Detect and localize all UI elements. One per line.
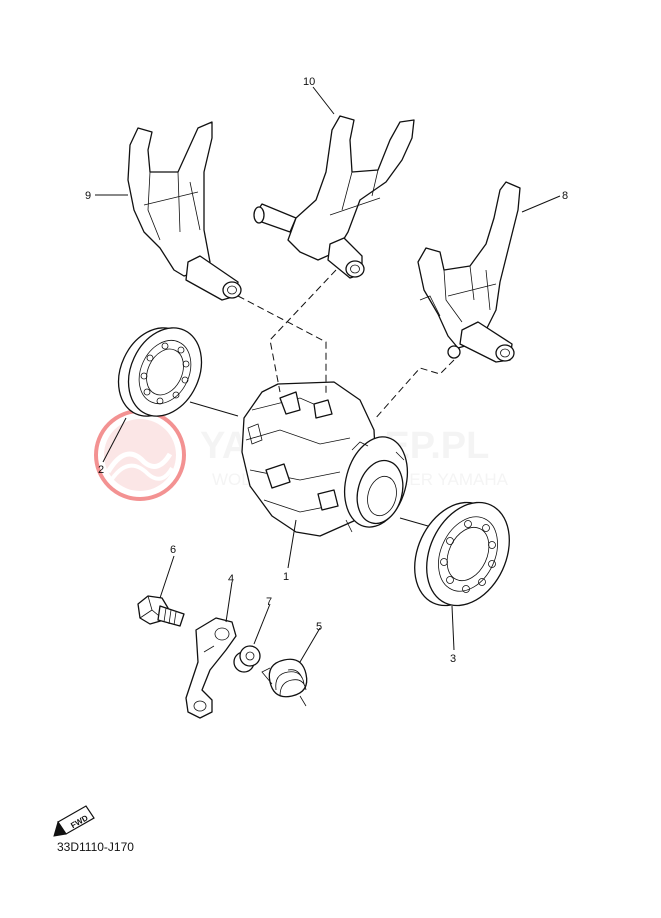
shift-fork-9[interactable] bbox=[127, 121, 242, 301]
callout-6: 6 bbox=[170, 544, 176, 556]
callout-4: 4 bbox=[228, 573, 234, 585]
stopper-lever-4[interactable] bbox=[185, 617, 237, 719]
callout-leaders bbox=[95, 86, 561, 663]
callout-8: 8 bbox=[562, 190, 568, 202]
assembly-lines bbox=[189, 269, 455, 527]
bearing-3[interactable] bbox=[399, 489, 526, 619]
bearing-2[interactable] bbox=[105, 316, 216, 428]
shift-fork-8[interactable] bbox=[417, 181, 521, 363]
shift-drum-1[interactable] bbox=[241, 381, 417, 537]
callout-5: 5 bbox=[316, 621, 322, 633]
watermark-logo bbox=[94, 409, 186, 501]
collar-7[interactable] bbox=[233, 645, 261, 673]
callout-9: 9 bbox=[85, 190, 91, 202]
callout-7: 7 bbox=[266, 596, 272, 608]
callout-10: 10 bbox=[303, 76, 315, 88]
callout-3: 3 bbox=[450, 653, 456, 665]
fwd-arrow-icon: FWD bbox=[53, 805, 95, 837]
callout-2: 2 bbox=[98, 464, 104, 476]
callout-1: 1 bbox=[283, 571, 289, 583]
diagram-code: 33D1110-J170 bbox=[57, 840, 134, 854]
bolt-6[interactable] bbox=[137, 595, 185, 627]
callouts: 10 9 8 2 1 3 6 4 7 5 bbox=[85, 76, 568, 665]
torsion-spring-5[interactable] bbox=[261, 658, 308, 707]
shift-fork-10[interactable] bbox=[253, 115, 415, 279]
